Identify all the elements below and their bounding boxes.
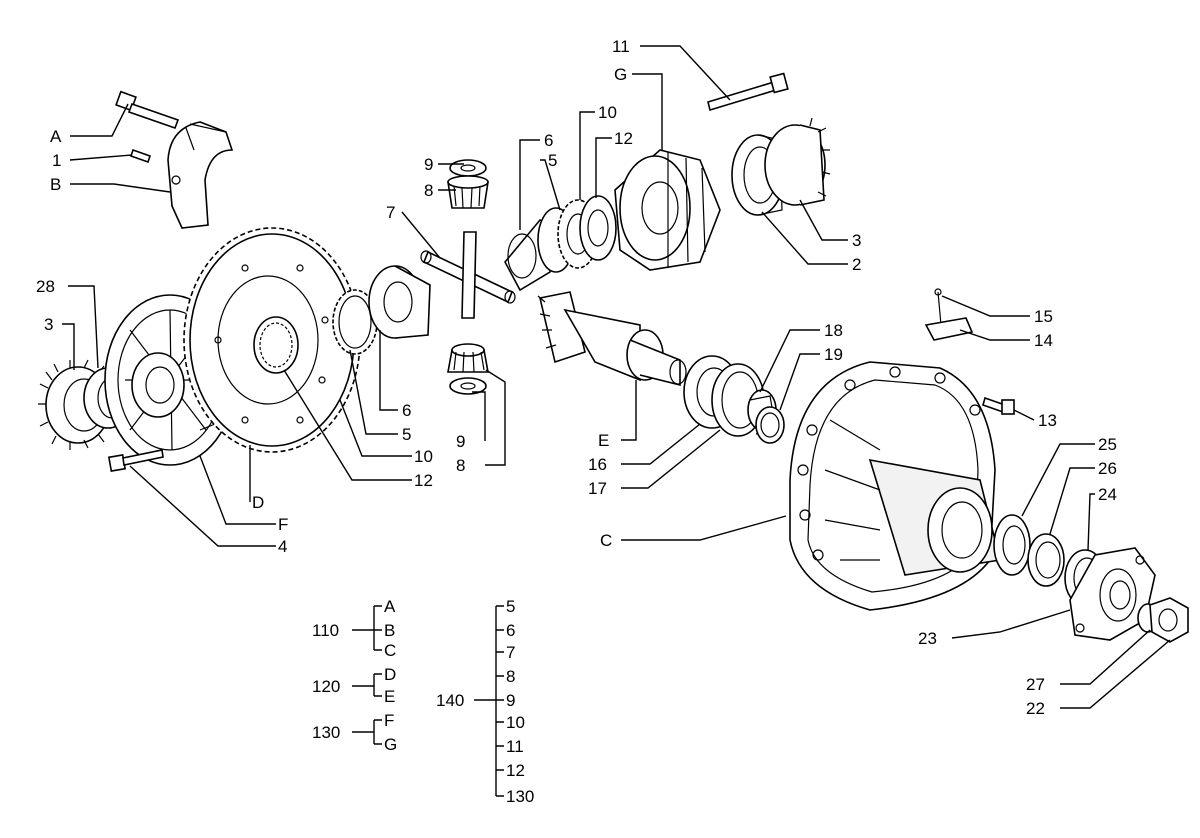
part-pin-1 [129,148,152,164]
callout-12-top: 12 [614,129,633,148]
group-140-item: 9 [506,691,515,710]
callout-23: 23 [918,629,937,648]
part-bolt-a [115,90,180,130]
group-140-code: 140 [436,691,464,710]
callout-26: 26 [1098,459,1117,478]
callout-6-bottom: 6 [402,401,411,420]
group-120-item: D [384,665,396,684]
callout-8-bottom: 8 [456,456,465,475]
callout-12-bottom: 12 [414,471,433,490]
group-130-item: G [384,735,397,754]
part-adjuster-ring-3-right [764,117,831,206]
group-110-code: 110 [312,621,339,640]
group-140-item: 6 [506,621,515,640]
callout-b: B [50,175,61,194]
part-flange-23 [1069,547,1156,641]
part-seal-26 [1027,533,1065,587]
part-side-gear-left [332,265,431,355]
group-130-code: 130 [312,723,340,742]
part-bearing-25 [993,514,1031,576]
callout-5-top: 5 [548,151,557,170]
callout-11: 11 [612,37,630,56]
callout-9-bottom: 9 [456,432,465,451]
part-diff-pinion-top [447,159,489,209]
part-bolt-13 [982,396,1015,415]
group-140-item: 8 [506,667,515,686]
callout-22: 22 [1026,699,1045,718]
part-shim-19 [755,406,785,444]
callout-10-bottom: 10 [414,447,433,466]
group-130-item: F [384,711,394,730]
group-110-item: C [384,641,396,660]
part-clutch-discs [537,195,617,273]
part-crown-wheel-d [183,227,361,453]
part-small-bolt-15 [934,288,942,326]
callout-24: 24 [1098,485,1117,504]
group-110-item: B [384,621,395,640]
part-diff-case-half-g [614,149,721,271]
callout-8-top: 8 [424,181,433,200]
callout-4: 4 [278,537,287,556]
group-140-item: 10 [506,713,525,732]
callout-d: D [252,493,264,512]
callout-25: 25 [1098,435,1117,454]
group-140-item: 5 [506,597,515,616]
group-120-code: 120 [312,677,340,696]
callout-27: 27 [1026,675,1045,694]
part-long-bolt-11 [707,72,789,112]
callout-e: E [598,431,609,450]
callout-g: G [614,65,627,84]
part-pinion-shaft-e [537,291,687,387]
callout-7: 7 [386,203,395,222]
part-spider-cross-7 [420,231,516,319]
part-bearing-cap-b [167,121,234,229]
callout-3-right: 3 [852,231,861,250]
group-110-item: A [384,597,396,616]
callout-3-left: 3 [44,315,53,334]
callout-5-bottom: 5 [402,425,411,444]
callout-f: F [278,515,288,534]
callout-labels: A 1 B 28 3 D F 4 6 5 10 12 9 8 7 9 8 6 5… [36,37,1117,718]
callout-13: 13 [1038,411,1057,430]
callout-9-top: 9 [424,155,433,174]
callout-c: C [600,531,612,550]
group-legend: 110 A B C 120 D E 130 F G 140 5 6 7 8 9 … [312,597,534,806]
callout-6-top: 6 [544,131,553,150]
part-carrier-housing-c [789,361,1001,611]
callout-2: 2 [852,255,861,274]
callout-17: 17 [588,479,607,498]
group-140-item: 7 [506,643,515,662]
callout-19: 19 [824,345,843,364]
callout-1: 1 [52,151,61,170]
callout-18: 18 [824,321,843,340]
part-nut-22 [1149,597,1189,643]
leader-lines [62,45,1171,709]
callout-28: 28 [36,277,55,296]
part-bolt-4 [107,449,164,473]
callout-14: 14 [1034,331,1053,350]
group-140-item: 130 [506,787,534,806]
part-plate-14 [924,317,974,341]
part-diff-pinion-bottom [447,343,489,395]
group-140-item: 11 [506,737,524,756]
callout-10-top: 10 [598,103,617,122]
callout-16: 16 [588,455,607,474]
group-140-item: 12 [506,761,525,780]
group-120-item: E [384,687,395,706]
callout-a: A [50,127,62,146]
callout-15: 15 [1034,307,1053,326]
